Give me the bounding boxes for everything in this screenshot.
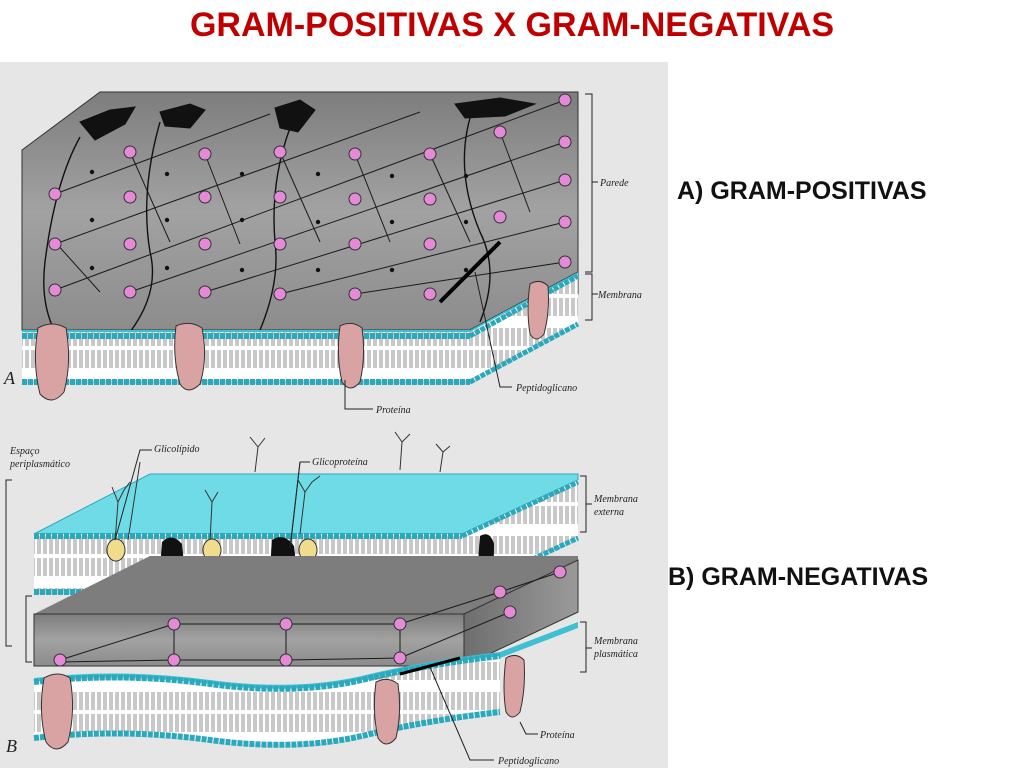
label-membrana: Membrana bbox=[597, 290, 642, 301]
plasma-membrane-top bbox=[34, 622, 578, 691]
peptidoglycan-front bbox=[33, 613, 465, 667]
label-membrana-externa-1: Membrana bbox=[593, 494, 638, 505]
label-membrana-plasmatica-1: Membrana bbox=[593, 636, 638, 647]
page-title: GRAM-POSITIVAS X GRAM-NEGATIVAS bbox=[189, 6, 835, 44]
panel-b: Espaço periplasmático Glicolípido Glicop… bbox=[5, 431, 638, 767]
peptidoglycan-pointer-bar-b bbox=[399, 656, 461, 676]
glycolipid-heads bbox=[106, 538, 318, 562]
label-espaco-2: periplasmático bbox=[9, 459, 70, 470]
label-membrana-plasmatica-2: plasmática bbox=[593, 649, 638, 660]
label-gram-negative: B) GRAM-NEGATIVAS bbox=[668, 563, 929, 591]
label-peptidoglicano-b: Peptidoglicano bbox=[497, 756, 559, 767]
label-espaco-1: Espaço bbox=[9, 446, 39, 457]
plasma-membrane-proteins bbox=[40, 654, 525, 750]
panel-a: Parede Membrana Peptidoglicano Proteína … bbox=[3, 91, 642, 416]
label-parede: Parede bbox=[599, 178, 629, 189]
cell-wall-diagram: Parede Membrana Peptidoglicano Proteína … bbox=[0, 62, 668, 768]
membrane-front bbox=[22, 332, 470, 384]
label-membrana-externa-2: externa bbox=[594, 507, 624, 518]
peptidoglycan-nodes bbox=[48, 93, 572, 301]
panel-letter-b: B bbox=[6, 736, 17, 756]
panel-letter-a: A bbox=[3, 368, 16, 388]
peptidoglycan-pointer-bar bbox=[438, 240, 502, 304]
membrane-side bbox=[470, 274, 578, 384]
peptidoglycan-top bbox=[34, 556, 578, 618]
crosslink-dots bbox=[89, 169, 469, 273]
peptidoglycan-side bbox=[463, 559, 579, 667]
label-proteina-a: Proteína bbox=[375, 405, 411, 416]
label-glicoproteina: Glicoproteína bbox=[312, 457, 368, 468]
label-peptidoglicano-a: Peptidoglicano bbox=[515, 383, 577, 394]
peptidoglycan-nodes-b bbox=[53, 565, 567, 667]
label-glicolipido: Glicolípido bbox=[154, 444, 200, 455]
peptidoglycan-lattice bbox=[54, 99, 566, 295]
label-gram-positive: A) GRAM-POSITIVAS bbox=[677, 177, 927, 205]
membrane-proteins bbox=[34, 280, 549, 401]
label-proteina-b: Proteína bbox=[539, 730, 575, 741]
